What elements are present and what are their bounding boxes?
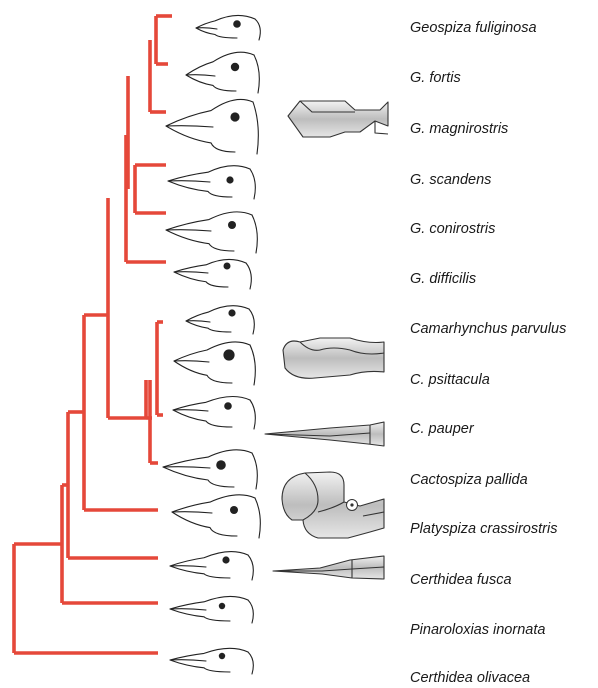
lineman-pliers-tool — [282, 472, 384, 538]
head-certhidea-olivacea — [170, 648, 253, 674]
taxon-label-g-conirostris: G. conirostris — [410, 220, 495, 238]
head-g-conirostris-gape-line — [166, 230, 211, 231]
taxon-label-certhidea-fusca: Certhidea fusca — [410, 571, 512, 589]
head-c-pauper-neck-line — [250, 400, 255, 429]
head-certhidea-olivacea-neck-line — [248, 652, 253, 674]
head-g-fortis-outline — [186, 52, 254, 91]
head-c-psittacula-eye-icon — [223, 349, 234, 360]
head-platyspiza-crassirostris — [172, 495, 260, 538]
head-g-magnirostris-neck-line — [253, 102, 258, 154]
head-g-magnirostris-eye-icon — [230, 112, 239, 121]
head-g-magnirostris-gape-line — [166, 126, 213, 127]
lineman-pliers-tool-body — [282, 472, 384, 538]
head-platyspiza-crassirostris-outline — [172, 495, 255, 536]
head-cactospiza-pallida — [163, 450, 257, 489]
taxon-label-camarhynchus-parvulus: Camarhynchus parvulus — [410, 320, 566, 338]
taxon-label-c-pauper: C. pauper — [410, 420, 474, 438]
head-g-scandens-neck-line — [250, 169, 255, 199]
taxon-label-g-magnirostris: G. magnirostris — [410, 120, 508, 138]
taxon-label-g-fortis: G. fortis — [410, 69, 461, 87]
head-certhidea-fusca-gape-line — [170, 566, 206, 567]
taxon-label-c-psittacula: C. psittacula — [410, 371, 490, 389]
head-g-fortis-gape-line — [186, 75, 215, 76]
head-geospiza-fuliginosa-neck-line — [255, 19, 260, 40]
head-certhidea-fusca-outline — [170, 552, 248, 578]
head-c-pauper-outline — [173, 397, 250, 427]
head-g-conirostris — [166, 212, 257, 253]
taxon-label-geospiza-fuliginosa: Geospiza fuliginosa — [410, 19, 537, 37]
parrot-beak-pliers-tool-body — [283, 338, 384, 378]
head-camarhynchus-parvulus-gape-line — [186, 321, 210, 322]
head-c-psittacula-gape-line — [174, 361, 209, 362]
head-c-pauper — [173, 397, 255, 429]
head-g-scandens-eye-icon — [226, 176, 233, 183]
needle-nose-pliers-tool — [265, 422, 384, 446]
head-g-conirostris-outline — [166, 212, 252, 251]
head-certhidea-fusca — [170, 552, 253, 580]
head-certhidea-fusca-neck-line — [248, 555, 253, 580]
head-g-conirostris-eye-icon — [228, 221, 236, 229]
beak-drawings — [163, 15, 260, 674]
taxon-label-platyspiza-crassirostris: Platyspiza crassirostris — [410, 520, 557, 538]
head-platyspiza-crassirostris-gape-line — [172, 512, 212, 513]
tool-analogies — [265, 101, 388, 579]
head-camarhynchus-parvulus-outline — [186, 306, 249, 332]
head-cactospiza-pallida-outline — [163, 450, 252, 487]
head-g-fortis — [186, 52, 259, 93]
pliers-tool-body — [288, 101, 388, 137]
taxon-label-cactospiza-pallida: Cactospiza pallida — [410, 471, 528, 489]
head-geospiza-fuliginosa-outline — [196, 15, 255, 38]
head-g-scandens-gape-line — [168, 181, 210, 182]
lineman-pliers-tool-pivot-center-icon — [350, 503, 353, 506]
taxon-label-certhidea-olivacea: Certhidea olivacea — [410, 669, 530, 687]
head-geospiza-fuliginosa-gape-line — [196, 28, 217, 29]
head-c-psittacula-neck-line — [250, 345, 255, 385]
taxon-label-pinaroloxias-inornata: Pinaroloxias inornata — [410, 621, 545, 639]
head-pinaroloxias-inornata-eye-icon — [219, 603, 225, 609]
head-cactospiza-pallida-eye-icon — [216, 460, 226, 470]
head-pinaroloxias-inornata-neck-line — [248, 600, 253, 623]
head-c-psittacula-outline — [174, 342, 250, 383]
parrot-beak-pliers-tool — [283, 338, 384, 378]
head-g-fortis-eye-icon — [231, 63, 239, 71]
head-pinaroloxias-inornata-gape-line — [170, 609, 206, 610]
head-camarhynchus-parvulus — [186, 306, 254, 334]
head-g-magnirostris — [166, 99, 258, 154]
head-g-difficilis-eye-icon — [224, 263, 231, 270]
head-g-difficilis — [174, 259, 251, 289]
head-certhidea-fusca-eye-icon — [222, 556, 229, 563]
head-geospiza-fuliginosa — [196, 15, 260, 40]
head-g-difficilis-neck-line — [246, 263, 251, 289]
head-g-conirostris-neck-line — [252, 215, 257, 253]
head-cactospiza-pallida-neck-line — [252, 453, 257, 489]
head-camarhynchus-parvulus-neck-line — [249, 309, 254, 334]
head-g-fortis-neck-line — [254, 55, 259, 93]
head-geospiza-fuliginosa-eye-icon — [233, 20, 241, 28]
head-c-psittacula — [174, 342, 255, 385]
head-g-difficilis-gape-line — [174, 272, 208, 273]
tweezers-tool — [273, 556, 384, 579]
taxon-label-g-difficilis: G. difficilis — [410, 270, 476, 288]
head-cactospiza-pallida-gape-line — [163, 467, 210, 468]
taxon-label-g-scandens: G. scandens — [410, 171, 491, 189]
head-platyspiza-crassirostris-eye-icon — [230, 506, 238, 514]
head-g-difficilis-outline — [174, 259, 246, 287]
head-pinaroloxias-inornata — [170, 596, 253, 623]
head-certhidea-olivacea-eye-icon — [219, 653, 225, 659]
head-g-scandens-outline — [168, 166, 250, 197]
phylogeny-branches — [14, 16, 172, 653]
head-camarhynchus-parvulus-eye-icon — [228, 309, 235, 316]
head-g-scandens — [168, 166, 255, 199]
head-certhidea-olivacea-gape-line — [170, 660, 206, 661]
head-c-pauper-eye-icon — [224, 402, 232, 410]
pliers-tool — [288, 101, 388, 137]
head-platyspiza-crassirostris-neck-line — [255, 498, 260, 538]
head-c-pauper-gape-line — [173, 410, 208, 411]
